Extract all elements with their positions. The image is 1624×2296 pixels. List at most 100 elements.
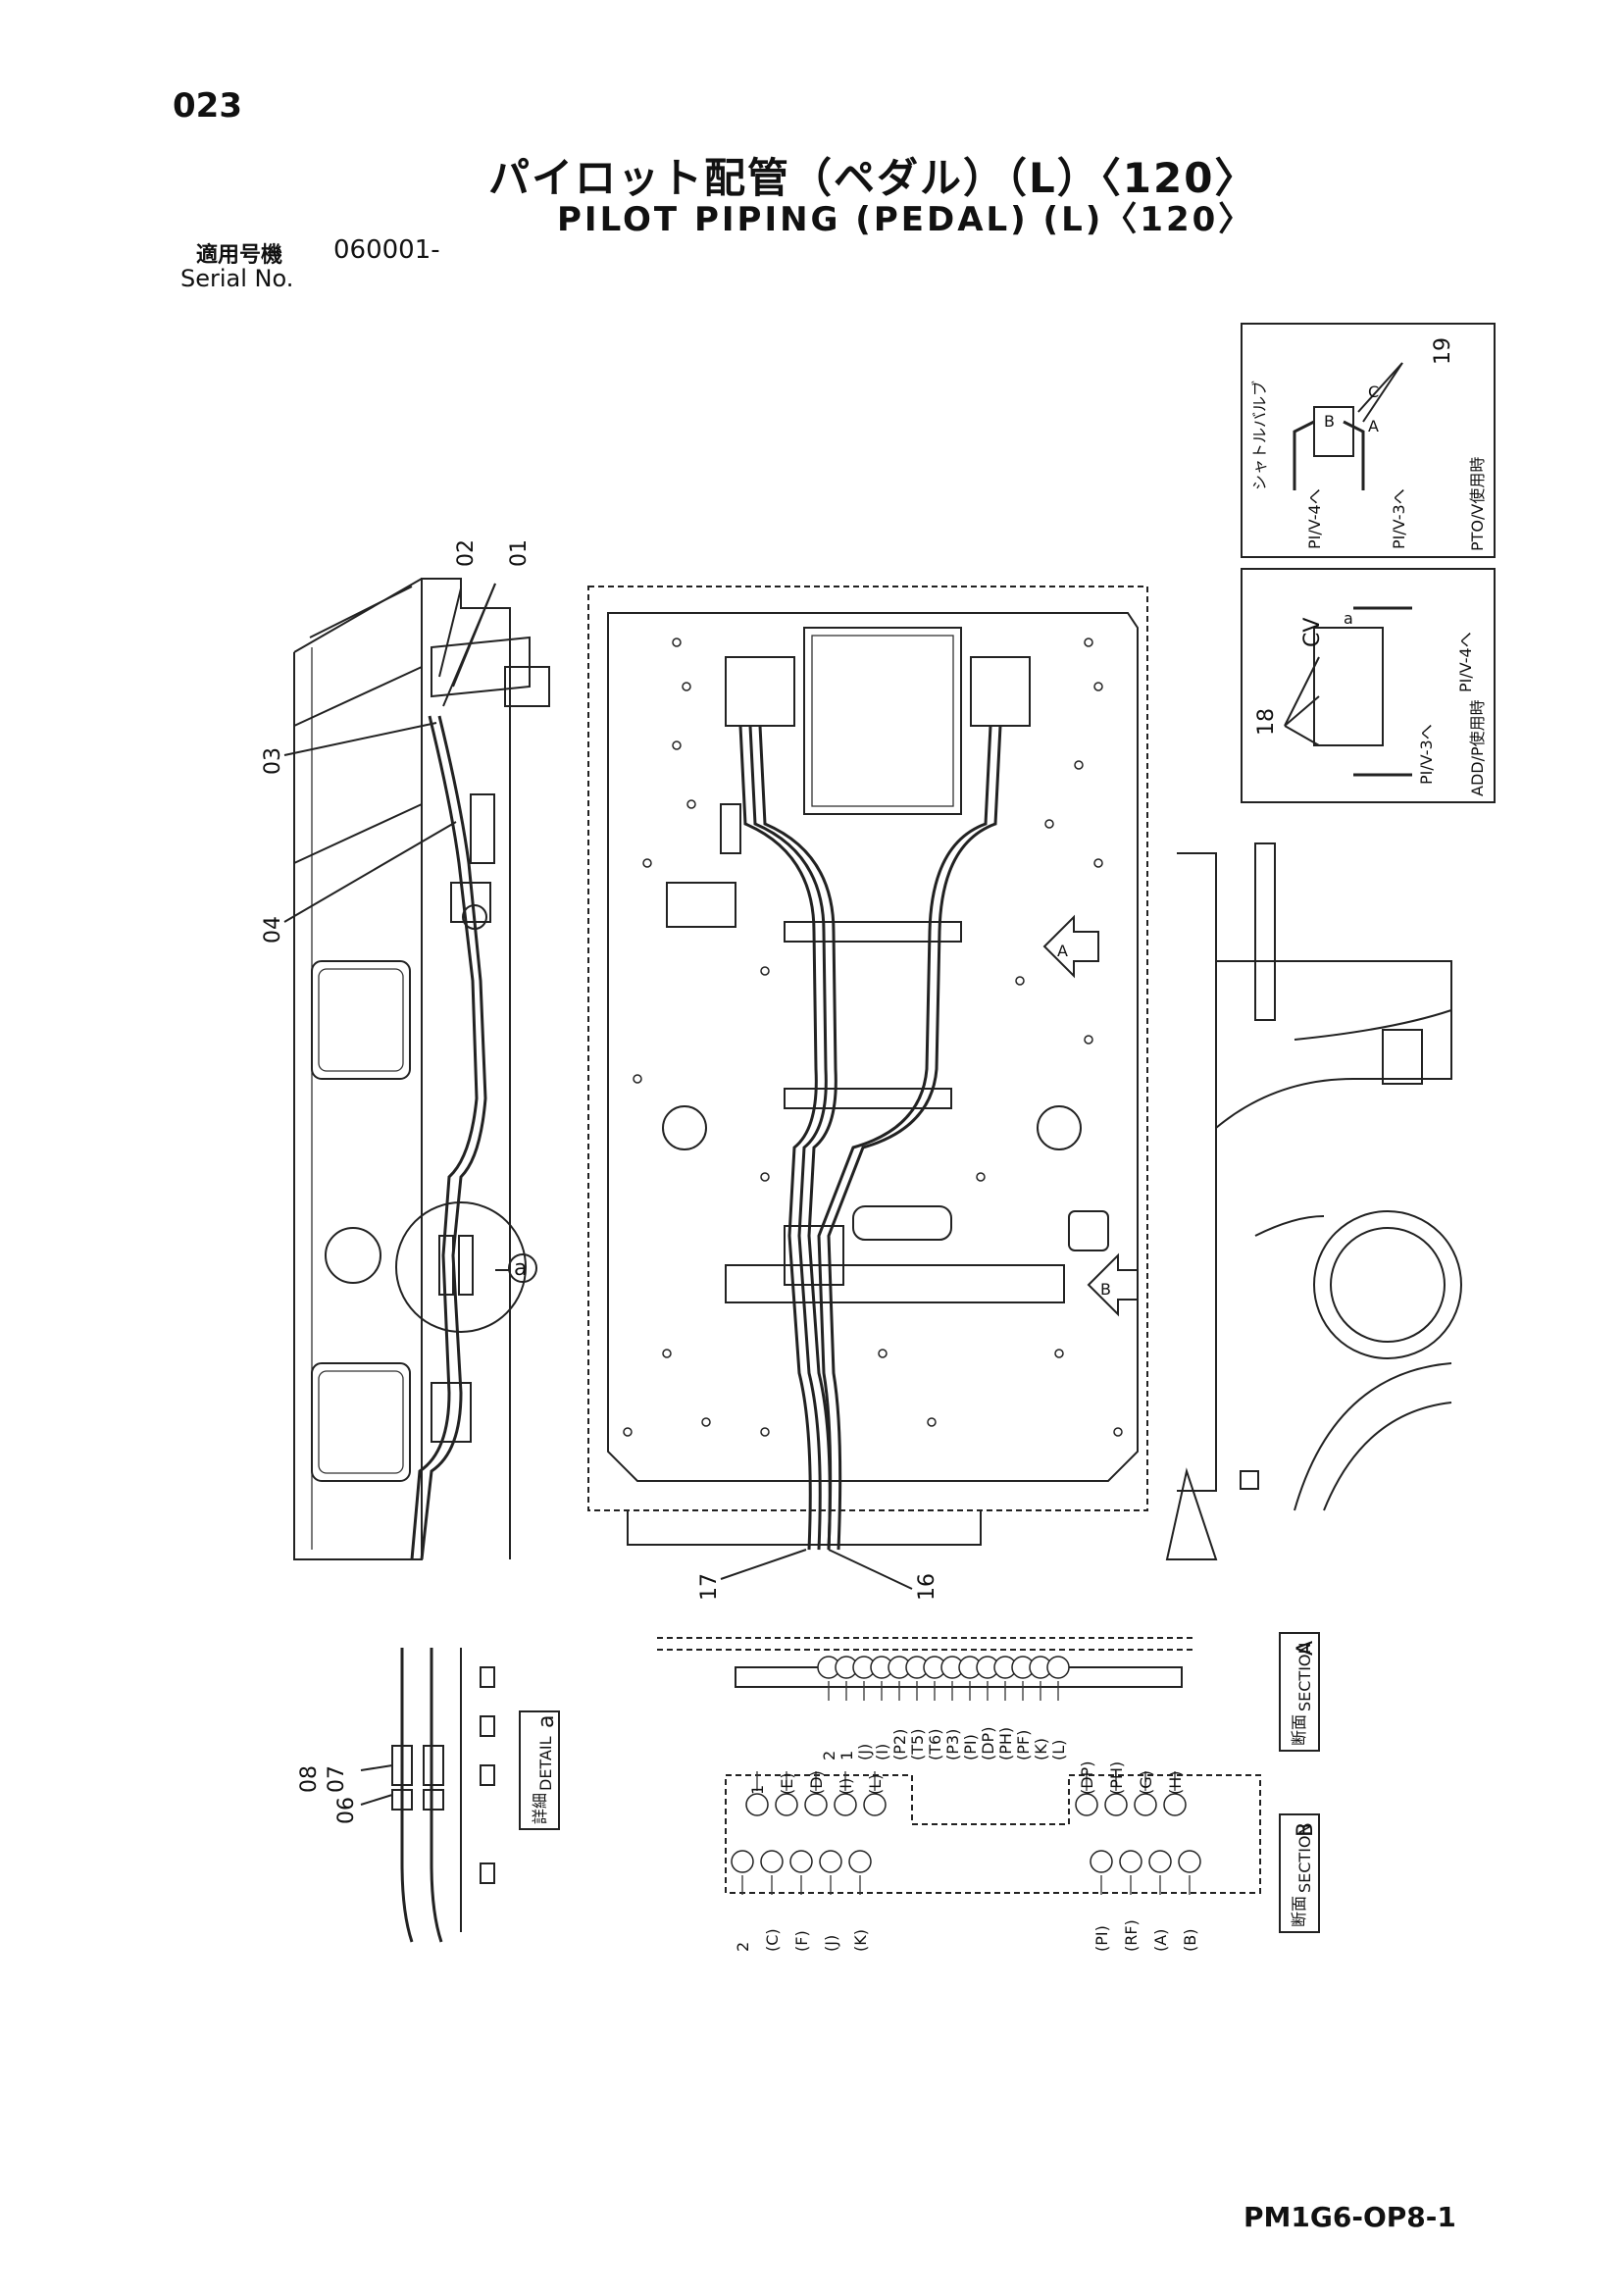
detail-a-marker: a [514, 1256, 527, 1281]
section-b-label-en: SECTION [1295, 1824, 1314, 1894]
callout-16: 16 [915, 1573, 939, 1601]
port-label: (K) [1032, 1738, 1050, 1760]
port-label: (I) [837, 1778, 855, 1795]
port-label: (PI) [961, 1734, 980, 1760]
port-circle [1090, 1850, 1113, 1873]
port-label: (PI) [1092, 1925, 1111, 1952]
port-label: 2 [820, 1751, 838, 1760]
inset-pto-port-b: B [1324, 412, 1335, 431]
port-label: (B) [1181, 1929, 1199, 1952]
section-b-view: 1(E)(D)(I)(L)(DP)(PH)(G)(H)2(C)(F)(J)(K)… [725, 1761, 1320, 1952]
page-title-english: PILOT PIPING (PEDAL) (L)〈120〉 [557, 200, 1255, 239]
inset-add-pump: 18 CV a PI/V-4へ PI/V-3へ ADD/P使用時 [1241, 568, 1496, 803]
inset-pto-valve: シャトルバルブ B C A 19 PI/V-4へ PI/V-3へ PTO/V使用… [1241, 323, 1496, 558]
inset-pto-to-piv3: PI/V-3へ [1390, 488, 1408, 549]
section-b-label-jp: 断面 [1290, 1896, 1308, 1927]
port-label: (J) [822, 1935, 840, 1952]
serial-number-value: 060001- [333, 235, 440, 265]
port-circle [1075, 1793, 1098, 1816]
page-title-japanese: パイロット配管（ペダル）（L）〈120〉 [488, 154, 1258, 202]
port-label: (RF) [1122, 1919, 1141, 1952]
port-label: 2 [734, 1942, 752, 1952]
port-label: (DP) [979, 1727, 997, 1760]
callout-08: 08 [297, 1765, 322, 1793]
port-label: (D) [807, 1770, 826, 1795]
port-label: (P2) [890, 1729, 909, 1760]
detail-a-label-jp: 詳細 [531, 1793, 549, 1824]
inset-add-use-case: ADD/P使用時 [1468, 699, 1487, 796]
inset-pto-port-a: A [1368, 417, 1379, 435]
inset-add-to-piv4: PI/V-4へ [1456, 632, 1475, 692]
section-b-marker: B [1294, 1822, 1318, 1837]
section-b-port-grid: 1(E)(D)(I)(L)(DP)(PH)(G)(H)2(C)(F)(J)(K)… [731, 1761, 1201, 1952]
port-label: (L) [866, 1774, 885, 1795]
inset-add-port-a: a [1344, 609, 1353, 628]
port-circle [1163, 1793, 1187, 1816]
section-a-label-jp: 断面 [1290, 1714, 1308, 1746]
callout-19: 19 [1431, 337, 1455, 365]
drawing-code: PM1G6-OP8-1 [1243, 2201, 1456, 2233]
side-view [293, 578, 550, 1560]
port-circle [848, 1850, 872, 1873]
port-label: (C) [763, 1928, 782, 1952]
port-label: (L) [1049, 1740, 1068, 1760]
detail-a-label-en: DETAIL [536, 1736, 555, 1791]
callout-18: 18 [1254, 708, 1279, 736]
view-arrow-b: B [1100, 1280, 1111, 1299]
port-circle [775, 1793, 798, 1816]
section-a-label-en: SECTION [1295, 1643, 1314, 1712]
port-label: (G) [1137, 1770, 1155, 1795]
port-circle [1134, 1793, 1157, 1816]
port-label: 1 [748, 1785, 767, 1795]
port-label: (T6) [926, 1729, 944, 1760]
inset-add-cv: CV [1300, 618, 1325, 647]
port-circle [834, 1793, 857, 1816]
port-label: (K) [851, 1929, 870, 1952]
view-arrow-a: A [1057, 942, 1068, 960]
port-label: (DP) [1078, 1761, 1096, 1795]
inset-pto-port-c: C [1368, 383, 1379, 401]
page-number: 023 [173, 86, 242, 126]
port-label: (E) [778, 1772, 796, 1795]
port-label: 1 [837, 1751, 856, 1760]
port-circle [819, 1850, 842, 1873]
port-circle [731, 1850, 754, 1873]
port-circle [760, 1850, 784, 1873]
callout-01: 01 [507, 539, 532, 567]
floor-plate-view: A B 17 16 [587, 586, 1148, 1601]
detail-a-view: 08 07 06 詳細 DETAIL a [297, 1648, 560, 1943]
frame-view [1165, 842, 1462, 1560]
port-circle [1046, 1656, 1070, 1679]
inset-pto-shuttle-valve: シャトルバルブ [1250, 381, 1269, 490]
callout-17: 17 [697, 1573, 722, 1601]
port-label: (PH) [1107, 1761, 1126, 1795]
inset-pto-use-case: PTO/V使用時 [1468, 457, 1487, 551]
port-label: (J) [855, 1744, 874, 1760]
side-view-callouts: 02 01 03 04 a [261, 539, 537, 1283]
port-circle [1178, 1850, 1201, 1873]
port-label: (P3) [943, 1729, 962, 1760]
inset-pto-to-piv4: PI/V-4へ [1305, 488, 1324, 549]
serial-label-japanese: 適用号機 [196, 243, 283, 268]
port-circle [789, 1850, 813, 1873]
port-label: (F) [792, 1930, 811, 1952]
port-circle [863, 1793, 887, 1816]
port-label: (A) [1151, 1929, 1170, 1952]
callout-03: 03 [261, 747, 285, 775]
port-circle [745, 1793, 769, 1816]
port-label: (T5) [908, 1729, 927, 1760]
port-circle [804, 1793, 828, 1816]
serial-label-english: Serial No. [180, 265, 294, 292]
port-label: (PF) [1014, 1730, 1033, 1760]
port-circle [1148, 1850, 1172, 1873]
port-label: (I) [873, 1744, 891, 1760]
inset-add-to-piv3: PI/V-3へ [1417, 724, 1436, 785]
callout-02: 02 [454, 539, 479, 567]
section-a-marker: A [1294, 1641, 1318, 1656]
detail-a-marker-label: a [534, 1715, 559, 1728]
callout-04: 04 [261, 916, 285, 944]
callout-06: 06 [334, 1797, 359, 1824]
port-label: (PH) [996, 1727, 1015, 1760]
